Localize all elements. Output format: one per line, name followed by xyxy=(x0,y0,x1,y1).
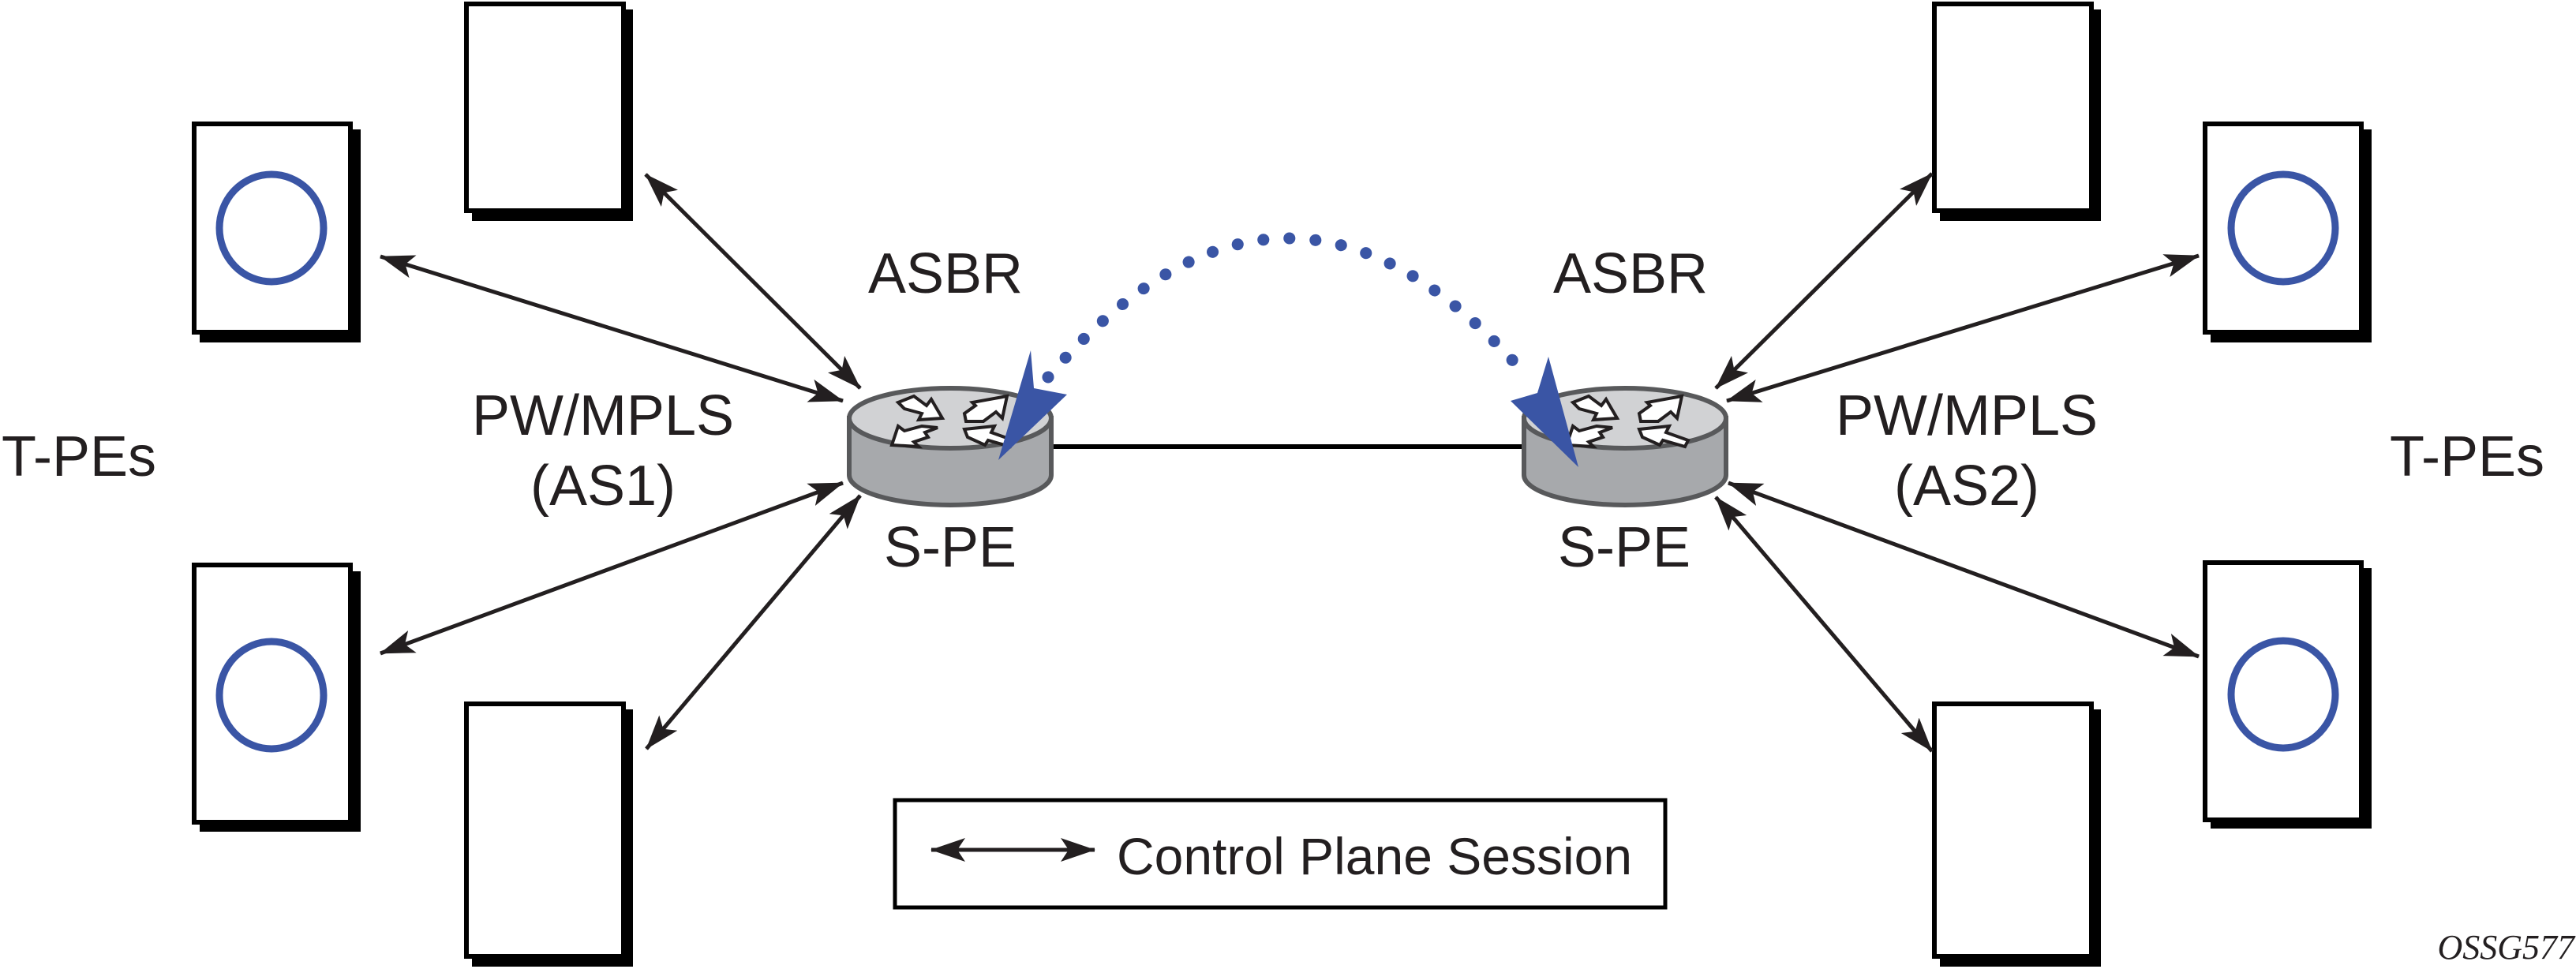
session-arrow xyxy=(1714,496,1934,753)
tpe-left-bottom-circle xyxy=(192,563,361,832)
tpe-circle-icon xyxy=(2227,637,2339,752)
tpe-circle-icon xyxy=(215,170,328,286)
left-domain-label-line2: (AS1) xyxy=(530,455,676,518)
left-domain-label-line1: PW/MPLS xyxy=(472,384,734,447)
right-spe-label: S-PE xyxy=(1558,516,1690,579)
legend: Control Plane Session xyxy=(893,798,1668,910)
right-group-label: T-PEs xyxy=(2390,425,2544,488)
tpe-left-top-plain xyxy=(464,2,633,221)
session-arrow xyxy=(380,254,844,403)
right-domain-label-line2: (AS2) xyxy=(1894,455,2039,518)
session-arrow xyxy=(1726,253,2200,403)
tpe-right-bottom-circle xyxy=(2203,560,2372,829)
session-arrow xyxy=(644,173,862,390)
left-asbr-label: ASBR xyxy=(868,242,1023,305)
tpe-right-top-plain xyxy=(1932,2,2101,221)
asbr-arrowhead-right-icon xyxy=(1511,357,1578,467)
legend-label: Control Plane Session xyxy=(1117,827,1632,885)
tpe-circle-icon xyxy=(2227,170,2339,286)
figure-id: OSSG577 xyxy=(2437,928,2576,967)
right-asbr-label: ASBR xyxy=(1553,242,1708,305)
tpe-right-top-circle xyxy=(2203,122,2372,342)
asbr-session-dotted-arc xyxy=(1042,232,1531,383)
tpe-right-bottom-plain xyxy=(1932,701,2101,967)
tpe-left-top-circle xyxy=(192,122,361,342)
left-spe-label: S-PE xyxy=(884,516,1017,579)
session-arrow xyxy=(645,494,862,750)
asbr-arrowhead-left-icon xyxy=(998,350,1067,460)
tpe-circle-icon xyxy=(215,638,328,753)
tpe-left-bottom-plain xyxy=(464,701,633,967)
right-domain-label-line1: PW/MPLS xyxy=(1836,384,2098,447)
left-group-label: T-PEs xyxy=(2,425,156,488)
session-arrow xyxy=(1714,172,1934,390)
